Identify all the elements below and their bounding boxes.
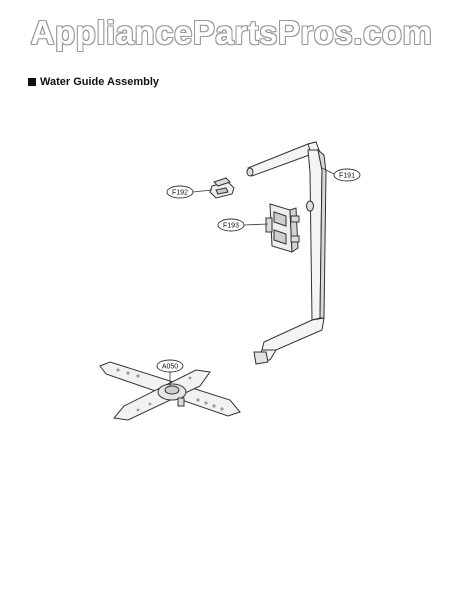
callout-label-f193: F193: [223, 223, 239, 230]
section-title: Water Guide Assembly: [28, 76, 159, 88]
callout-a050: A050: [156, 359, 184, 373]
callout-f192: F192: [166, 185, 194, 199]
part-f191-water-guide[interactable]: [246, 141, 327, 365]
callout-f191: F191: [333, 168, 361, 182]
part-f193-holder[interactable]: [265, 203, 300, 253]
callout-label-f191: F191: [339, 173, 355, 180]
part-f192-connector[interactable]: [209, 177, 235, 199]
watermark-logo: AppliancePartsPros.com: [30, 14, 433, 51]
callout-label-f192: F192: [172, 190, 188, 197]
callout-label-a050: A050: [162, 364, 178, 371]
square-bullet-icon: [28, 78, 36, 86]
part-a050-spray-arm[interactable]: [99, 361, 241, 421]
callout-f193: F193: [217, 218, 245, 232]
page-title: Water Guide Assembly: [40, 76, 159, 88]
